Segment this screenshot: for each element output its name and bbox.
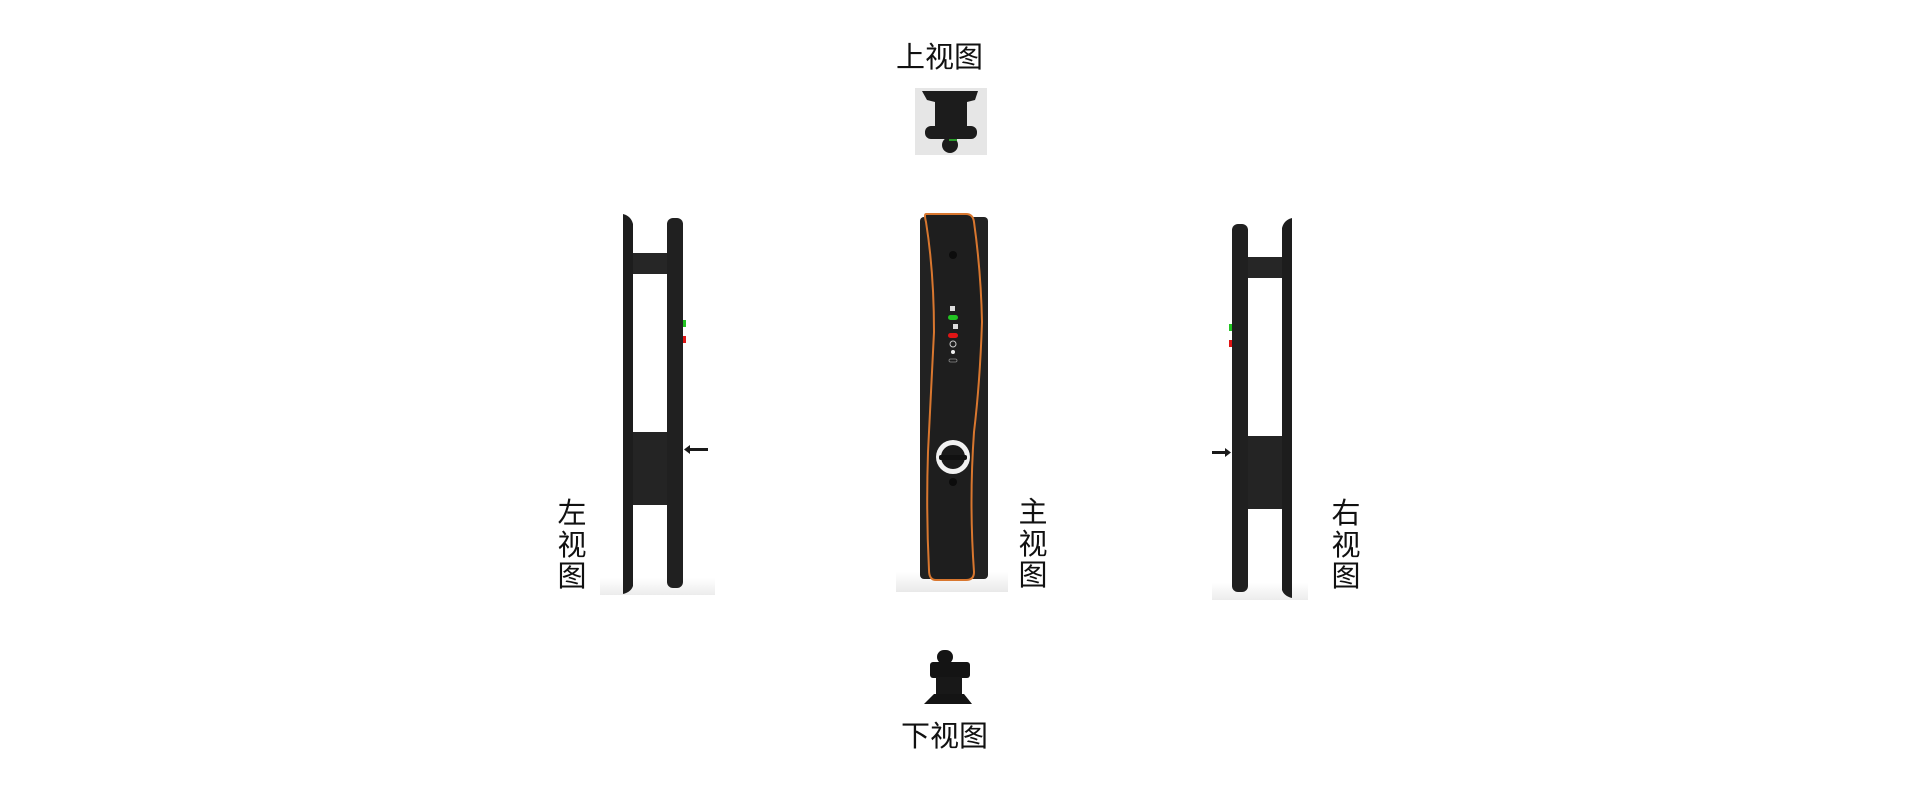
left-view-label: 左视图 xyxy=(557,496,587,593)
front-view-image xyxy=(896,213,1008,592)
bottom-view-label: 下视图 xyxy=(901,719,989,753)
top-view-label: 上视图 xyxy=(896,40,984,74)
top-view-image xyxy=(915,88,987,155)
front-view-label: 主视图 xyxy=(1018,495,1048,592)
right-view-image xyxy=(1212,218,1308,600)
left-view-image xyxy=(600,214,715,595)
right-view-label: 右视图 xyxy=(1331,496,1361,593)
bottom-view-image xyxy=(924,650,972,704)
